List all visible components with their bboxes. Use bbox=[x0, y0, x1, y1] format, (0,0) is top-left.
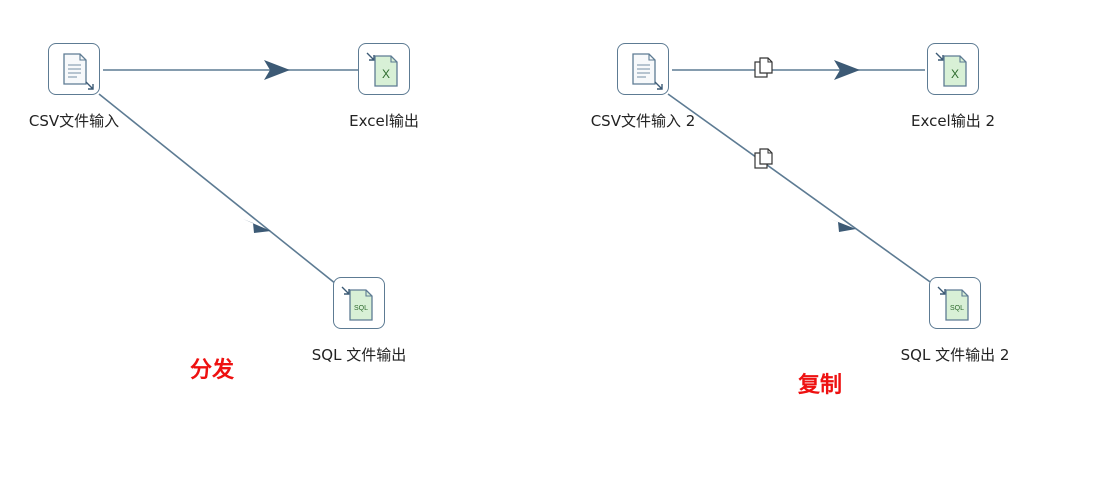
svg-text:X: X bbox=[951, 67, 959, 81]
svg-text:SQL: SQL bbox=[354, 305, 368, 312]
svg-text:X: X bbox=[382, 67, 390, 81]
csv-input-step[interactable] bbox=[48, 43, 100, 95]
csv-input-label-2: CSV文件输入 2 bbox=[590, 112, 696, 130]
excel-output-label: Excel输出 bbox=[349, 112, 419, 130]
copy-icon bbox=[754, 57, 773, 78]
distribute-title: 分发 bbox=[190, 358, 235, 383]
right-hop-csv-to-excel[interactable] bbox=[672, 60, 925, 80]
excel-output-step-2[interactable]: X bbox=[927, 43, 979, 95]
sql-output-step[interactable]: SQL bbox=[333, 277, 385, 329]
sql-file-icon: SQL bbox=[937, 286, 969, 321]
hop-arrow-icon bbox=[264, 60, 290, 80]
csv-file-icon bbox=[63, 53, 94, 90]
csv-input-step-2[interactable] bbox=[617, 43, 669, 95]
csv-input-label: CSV文件输入 bbox=[28, 112, 120, 130]
hop-arrow-icon bbox=[834, 60, 860, 80]
excel-file-icon: X bbox=[935, 52, 967, 87]
left-hop-csv-to-sql[interactable] bbox=[98, 93, 337, 285]
hop-arrow-icon bbox=[828, 218, 856, 232]
excel-output-label-2: Excel输出 2 bbox=[910, 112, 996, 130]
copy-icon bbox=[754, 148, 773, 169]
copy-title: 复制 bbox=[798, 373, 843, 398]
sql-output-label-2: SQL 文件输出 2 bbox=[900, 346, 1010, 364]
svg-text:SQL: SQL bbox=[950, 305, 964, 312]
sql-file-icon: SQL bbox=[341, 286, 373, 321]
excel-output-step[interactable]: X bbox=[358, 43, 410, 95]
left-hop-csv-to-excel[interactable] bbox=[103, 60, 358, 80]
excel-file-icon: X bbox=[366, 52, 398, 87]
sql-output-label: SQL 文件输出 bbox=[311, 346, 407, 364]
sql-output-step-2[interactable]: SQL bbox=[929, 277, 981, 329]
csv-file-icon bbox=[632, 53, 663, 90]
hop-arrow-icon bbox=[243, 219, 271, 233]
right-hop-csv-to-sql[interactable] bbox=[667, 93, 934, 285]
